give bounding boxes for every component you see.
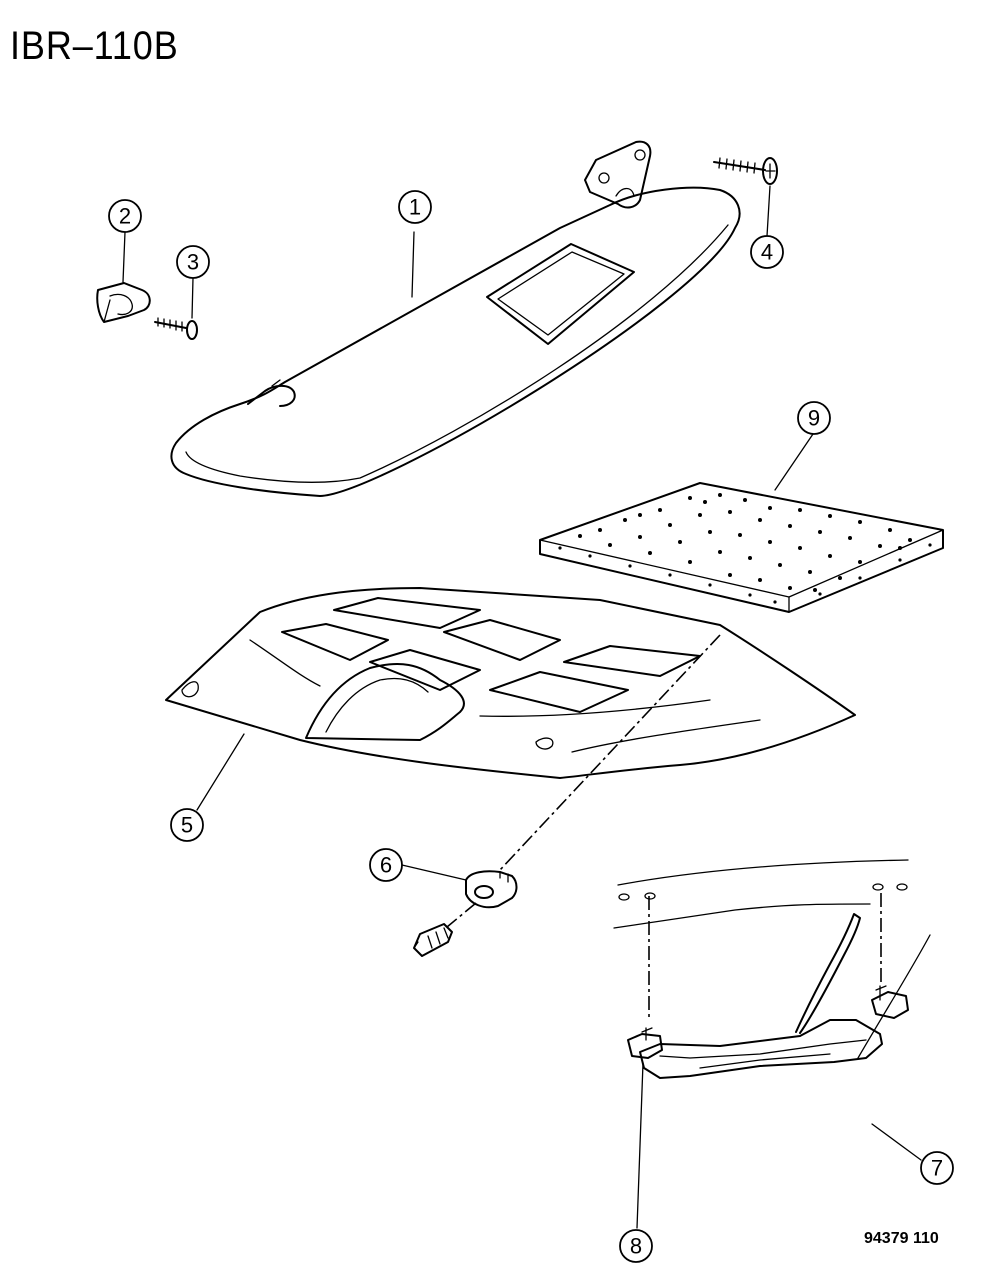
alignment-line-6 [499, 634, 721, 871]
callout-6: 6 [369, 848, 403, 882]
headliner [165, 587, 856, 779]
callout-9-label: 9 [808, 406, 820, 431]
callout-5-label: 5 [181, 813, 193, 838]
callout-3-label: 3 [187, 250, 199, 275]
insulation-pad [539, 482, 944, 613]
clip-screw [154, 317, 198, 340]
clip-grommet [413, 870, 518, 957]
visor-clip [96, 282, 151, 323]
callout-8: 8 [619, 1229, 653, 1263]
callout-6-label: 6 [380, 853, 392, 878]
callout-7-label: 7 [931, 1156, 943, 1181]
sun-visor [170, 140, 741, 497]
callout-4-label: 4 [761, 240, 773, 265]
callout-1-label: 1 [409, 195, 421, 220]
assist-handle-inset [613, 859, 931, 1079]
callout-1: 1 [398, 190, 432, 224]
callout-2: 2 [108, 199, 142, 233]
drawing-number: 94379 110 [864, 1230, 939, 1247]
diagram-code: IBR–110B [10, 24, 179, 68]
callout-2-label: 2 [119, 204, 131, 229]
callout-3: 3 [176, 245, 210, 279]
leader-lines [122, 185, 922, 1229]
callout-5: 5 [170, 808, 204, 842]
callout-9: 9 [797, 401, 831, 435]
callout-4: 4 [750, 235, 784, 269]
callout-7: 7 [920, 1151, 954, 1185]
callout-8-label: 8 [630, 1234, 642, 1259]
alignment-line-6b [446, 902, 477, 928]
bracket-screw [713, 157, 778, 185]
